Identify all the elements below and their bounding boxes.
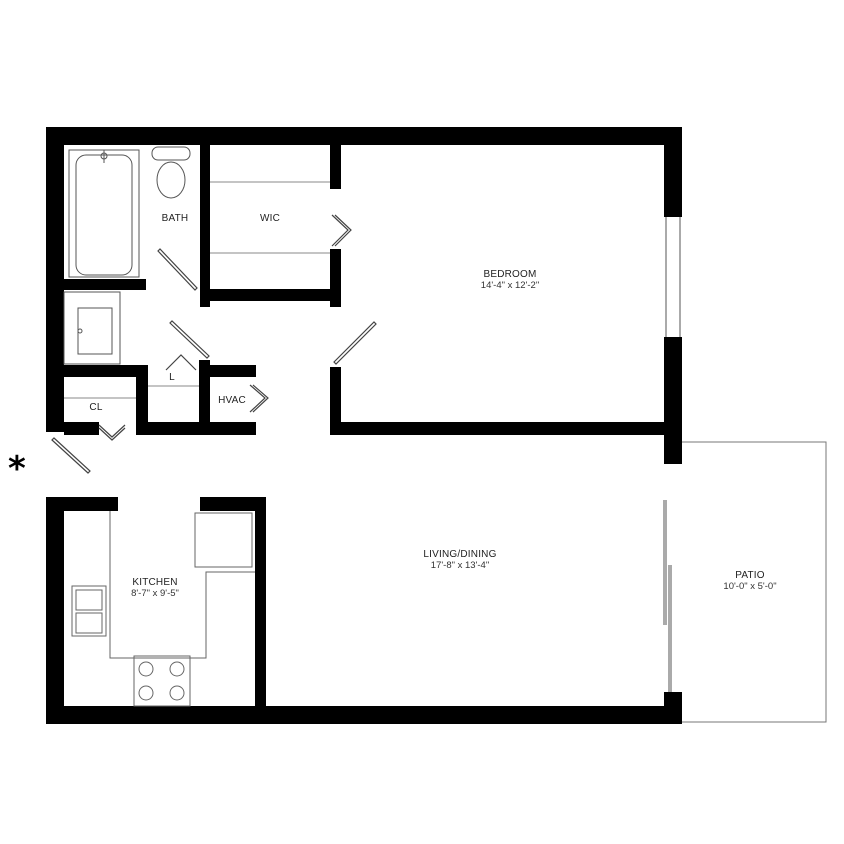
toilet-bowl xyxy=(156,161,186,199)
wall-closet-top xyxy=(64,365,148,377)
wall-kitchen-top-right xyxy=(200,497,266,511)
wall-bath-wic xyxy=(200,145,210,307)
bath-door xyxy=(157,248,198,291)
kitchen-fixtures xyxy=(71,511,255,707)
counter-outline xyxy=(109,511,255,659)
entry-door xyxy=(51,437,91,474)
wall-closet-right xyxy=(136,365,148,435)
hvac-label: HVAC xyxy=(218,395,246,406)
wall-left-lower xyxy=(46,497,64,722)
wall-top xyxy=(46,127,682,145)
bedroom-door xyxy=(333,321,377,365)
wall-kitchen-top-left xyxy=(46,497,118,511)
wall-hvac-bottom xyxy=(136,422,256,435)
wall-bedroom-left xyxy=(330,367,341,435)
wall-hvac-top xyxy=(199,365,256,377)
wic-bifold-door xyxy=(331,214,349,247)
bath-fixtures xyxy=(63,146,191,365)
closet-bifold-door xyxy=(98,424,126,438)
wall-tub xyxy=(64,279,146,290)
wall-right-mid xyxy=(664,337,682,464)
linen-door xyxy=(169,320,210,359)
vanity xyxy=(63,291,121,365)
wall-linen-hvac xyxy=(199,360,210,435)
kitchen-dimensions: 8'-7" x 9'-5" xyxy=(131,588,179,599)
wall-kitchen-right xyxy=(255,497,266,724)
wall-bottom xyxy=(46,706,682,724)
storage-lines xyxy=(64,181,330,399)
patio-dimensions: 10'-0" x 5'-0" xyxy=(723,581,777,592)
exterior-walls xyxy=(46,127,682,724)
wall-closet-bottom xyxy=(64,422,99,435)
bath-label: BATH xyxy=(161,213,189,224)
patio-outline xyxy=(682,441,827,723)
sink xyxy=(77,307,113,355)
kitchen-label: KITCHEN xyxy=(132,577,178,588)
wall-wic-bedroom-top xyxy=(330,145,341,189)
openings xyxy=(663,217,681,692)
wall-wic-bottom xyxy=(200,289,341,301)
closet-label: CL xyxy=(89,402,103,413)
bedroom-label: BEDROOM xyxy=(483,269,537,280)
kitchen-label-group: KITCHEN 8'-7" x 9'-5" xyxy=(100,577,210,599)
living-dining-label: LIVING/DINING xyxy=(423,549,497,560)
bedroom-label-group: BEDROOM 14'-4" x 12'-2" xyxy=(430,269,590,291)
wall-right-low xyxy=(664,692,682,724)
wall-wic-bedroom-bottom xyxy=(330,249,341,307)
living-dining-dimensions: 17'-8" x 13'-4" xyxy=(430,560,490,571)
toilet-tank xyxy=(151,146,191,161)
kitchen-sink xyxy=(71,585,107,637)
patio-label-group: PATIO 10'-0" x 5'-0" xyxy=(700,570,800,592)
patio-label: PATIO xyxy=(735,570,765,581)
bedroom-dimensions: 14'-4" x 12'-2" xyxy=(480,280,540,291)
interior-walls xyxy=(46,145,682,724)
door-swings xyxy=(51,214,377,474)
linen-label: L xyxy=(169,372,175,383)
linen-bifold-door xyxy=(165,354,197,371)
range xyxy=(133,655,191,707)
hvac-bifold-door xyxy=(249,384,266,413)
wall-bedroom-bottom xyxy=(330,422,682,435)
wall-left-upper xyxy=(46,127,64,432)
wall-right-upper xyxy=(664,127,682,217)
living-dining-label-group: LIVING/DINING 17'-8" x 13'-4" xyxy=(390,549,530,571)
wic-label: WIC xyxy=(259,213,281,224)
refrigerator xyxy=(194,512,253,568)
entry-marker: * xyxy=(8,449,26,489)
bathtub xyxy=(68,149,140,278)
